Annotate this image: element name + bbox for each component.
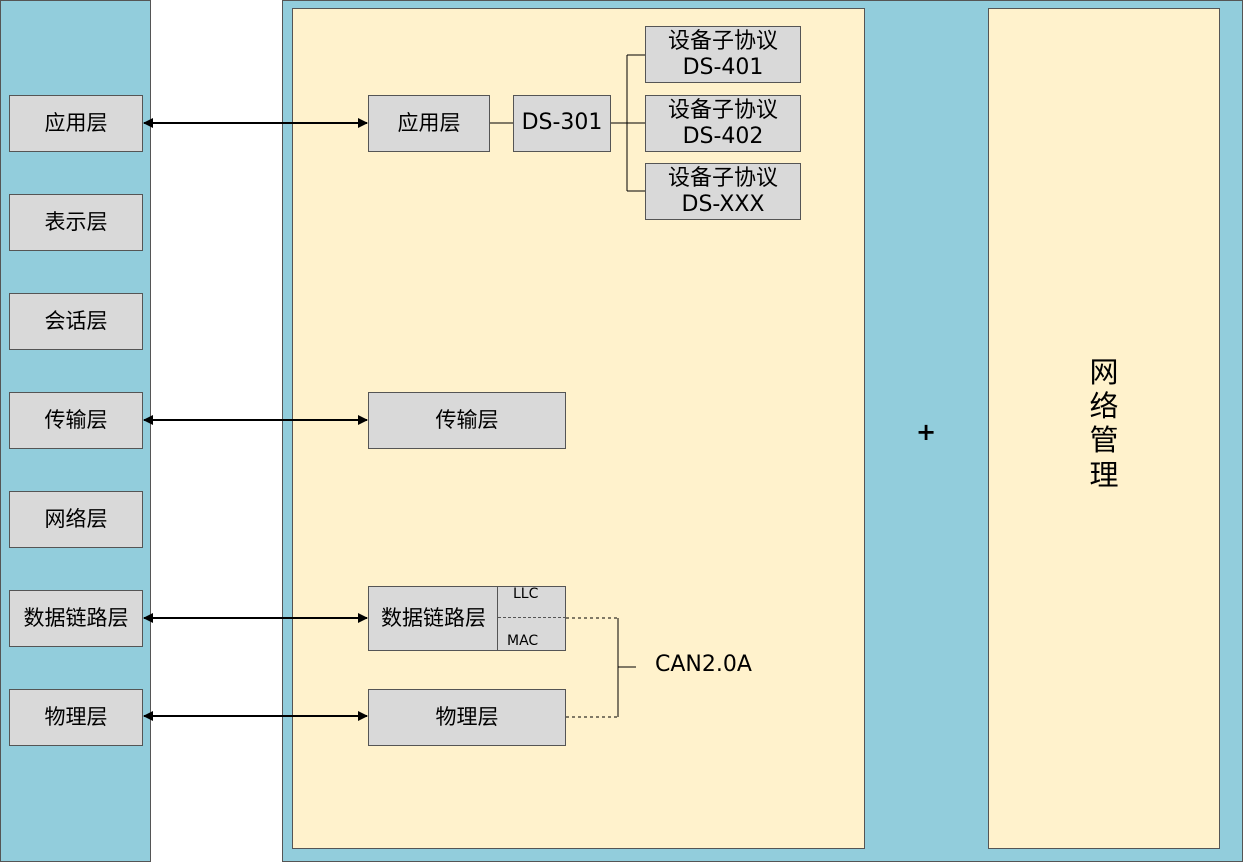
- plus-sign: +: [916, 418, 937, 446]
- canopen-data-link-layer: 数据链路层: [368, 586, 566, 651]
- network-management-label: 网 络 管 理: [1080, 355, 1128, 492]
- device-profile-ds402: 设备子协议 DS-402: [645, 95, 801, 152]
- osi-layer-network: 网络层: [9, 491, 143, 548]
- canopen-application-layer: 应用层: [368, 95, 490, 152]
- canopen-transport-layer: 传输层: [368, 392, 566, 449]
- osi-layer-application: 应用层: [9, 95, 143, 152]
- osi-layer-physical: 物理层: [9, 689, 143, 746]
- nm-char-3: 管: [1089, 423, 1119, 458]
- nm-char-2: 络: [1089, 389, 1119, 424]
- osi-layer-transport: 传输层: [9, 392, 143, 449]
- device-profile-ds402-line1: 设备子协议: [667, 97, 778, 123]
- device-profile-ds401-line1: 设备子协议: [667, 28, 778, 54]
- llc-mac-separator: [498, 617, 566, 618]
- data-link-label: 数据链路层: [381, 605, 486, 630]
- device-profile-ds402-line2: DS-402: [682, 123, 764, 149]
- device-profile-dsxxx: 设备子协议 DS-XXX: [645, 163, 801, 220]
- llc-label: LLC: [513, 586, 539, 602]
- ds301-box: DS-301: [513, 95, 611, 152]
- osi-layer-data-link: 数据链路层: [9, 590, 143, 647]
- llc-mac-divider: [497, 586, 498, 651]
- device-profile-dsxxx-line1: 设备子协议: [667, 165, 778, 191]
- network-management-panel: [988, 8, 1220, 849]
- osi-layer-presentation: 表示层: [9, 194, 143, 251]
- device-profile-ds401: 设备子协议 DS-401: [645, 26, 801, 83]
- nm-char-4: 理: [1089, 457, 1119, 492]
- device-profile-ds401-line2: DS-401: [682, 54, 764, 80]
- nm-char-1: 网: [1089, 355, 1119, 389]
- canopen-physical-layer: 物理层: [368, 689, 566, 746]
- mac-label: MAC: [507, 633, 539, 649]
- can-standard-label: CAN2.0A: [655, 652, 752, 677]
- device-profile-dsxxx-line2: DS-XXX: [681, 191, 765, 217]
- osi-layer-session: 会话层: [9, 293, 143, 350]
